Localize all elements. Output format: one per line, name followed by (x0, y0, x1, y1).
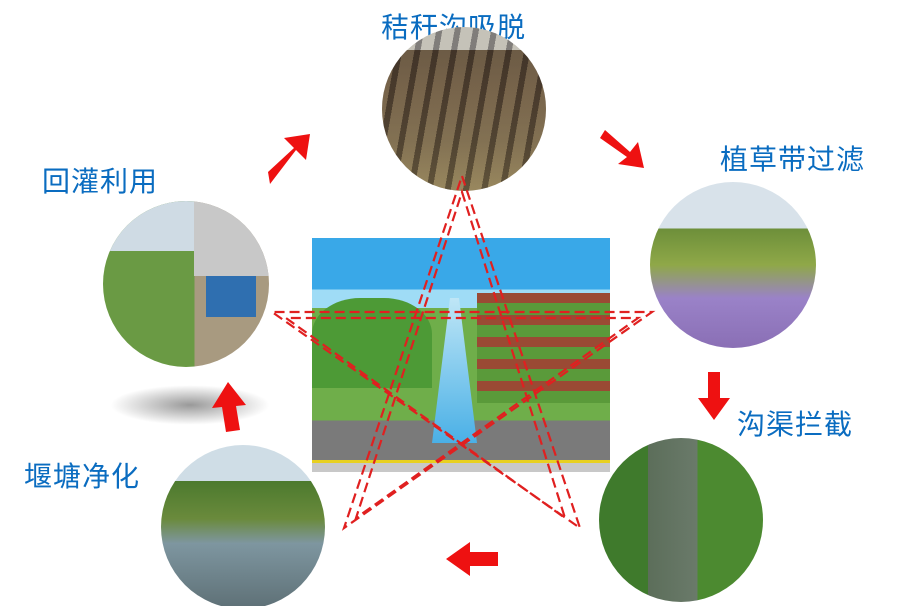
arrow-down (698, 372, 730, 420)
arrow-up-right (268, 134, 310, 184)
label-ditch-interception: 沟渠拦截 (737, 408, 854, 441)
photo-pond-purification (161, 445, 325, 606)
furrows (382, 27, 546, 191)
center-ditch-illustration (312, 238, 610, 472)
flow-arrows (212, 130, 730, 576)
arrow-left (446, 542, 498, 576)
arrow-up (212, 382, 246, 432)
photo-ditch-interception (599, 438, 763, 602)
label-pond-purification: 堰塘净化 (24, 460, 141, 493)
photo-reuse-irrigation (103, 201, 269, 367)
photo-straw-ditch (382, 27, 546, 191)
tank (194, 201, 269, 276)
pentagram-dashed (268, 172, 656, 531)
label-grass-strip: 植草带过滤 (720, 143, 866, 176)
sky (103, 201, 195, 251)
pump (205, 275, 256, 318)
road-line (312, 460, 610, 463)
photo-grass-strip (650, 182, 816, 348)
arrow-down-right (600, 130, 644, 168)
label-reuse-irrigation: 回灌利用 (42, 165, 159, 198)
